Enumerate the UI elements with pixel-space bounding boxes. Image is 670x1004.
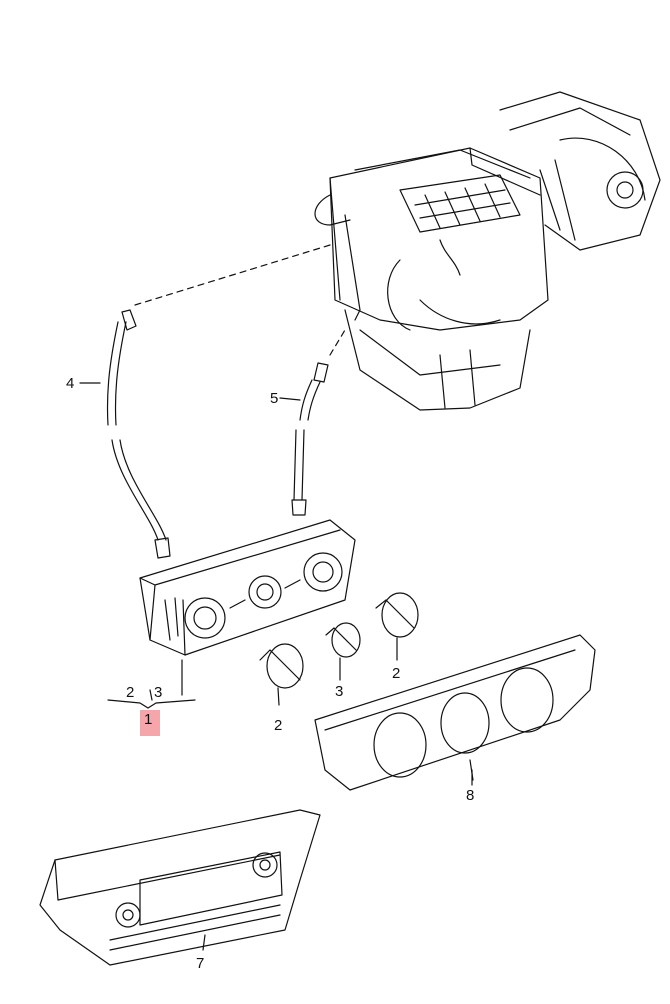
heater-housing bbox=[314, 91, 661, 411]
bowden-cable-4 bbox=[79, 244, 331, 559]
rotary-knob-center bbox=[325, 622, 361, 681]
callout-1: 1 bbox=[144, 711, 153, 728]
callout-3-top: 3 bbox=[154, 684, 163, 701]
trim-panel bbox=[314, 634, 596, 791]
callout-2-top: 2 bbox=[126, 684, 135, 701]
callout-8: 8 bbox=[466, 787, 475, 804]
callout-2-knob-right: 2 bbox=[392, 665, 401, 682]
callout-5: 5 bbox=[270, 390, 279, 407]
callout-3-knob: 3 bbox=[335, 683, 344, 700]
bowden-cable-5 bbox=[279, 329, 346, 516]
callout-2-knob-left: 2 bbox=[274, 717, 283, 734]
control-unit bbox=[139, 519, 356, 656]
callout-1-highlight bbox=[140, 710, 160, 736]
radio-unit bbox=[39, 809, 321, 966]
callout-7: 7 bbox=[196, 955, 205, 972]
callout-bracket bbox=[107, 659, 196, 709]
callout-4: 4 bbox=[66, 375, 75, 392]
rotary-knob-left bbox=[259, 643, 304, 706]
rotary-knob-right bbox=[375, 592, 419, 661]
